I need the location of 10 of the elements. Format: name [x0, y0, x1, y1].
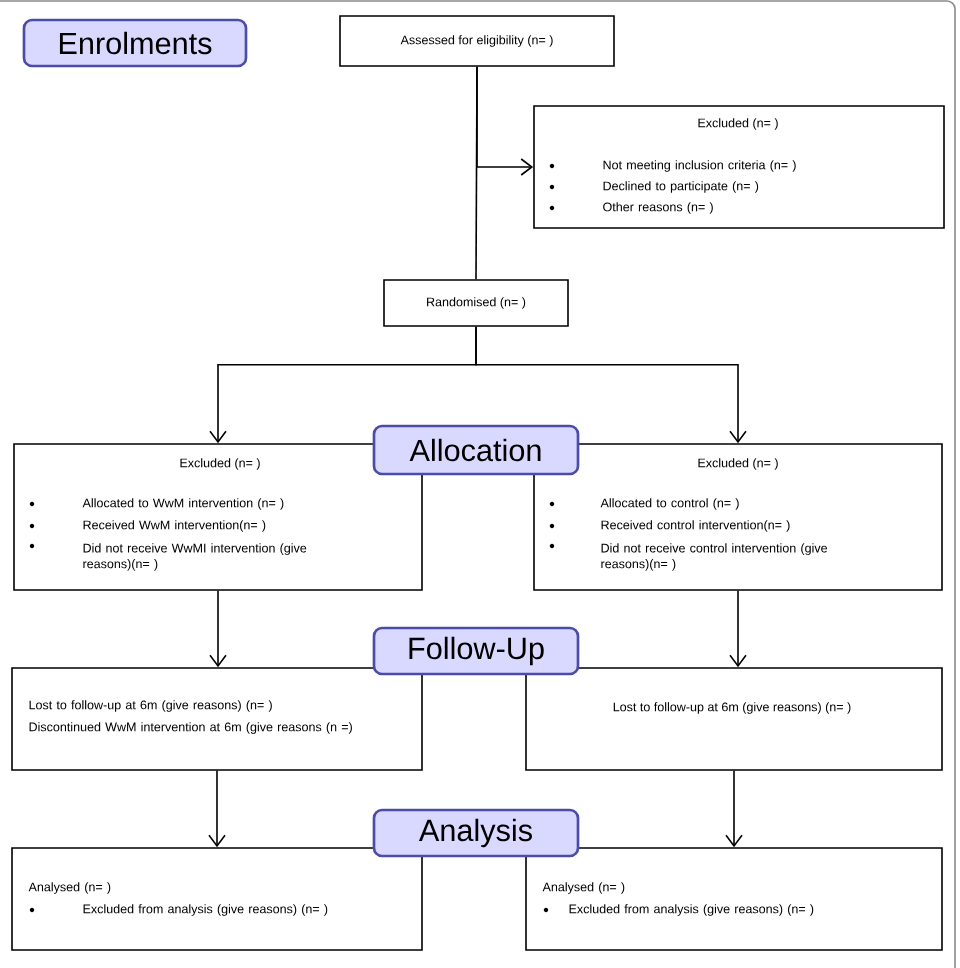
- arrow: [209, 590, 227, 668]
- arrow: [725, 770, 743, 848]
- section-banner: Analysis: [372, 808, 580, 858]
- section-banner: Follow-Up: [372, 626, 580, 676]
- arrow: [476, 66, 534, 176]
- arrow: [475, 326, 747, 444]
- arrow: [208, 770, 226, 848]
- section-banner: Enrolments: [22, 18, 248, 68]
- arrow: [729, 590, 747, 668]
- section-banner: Allocation: [372, 424, 580, 476]
